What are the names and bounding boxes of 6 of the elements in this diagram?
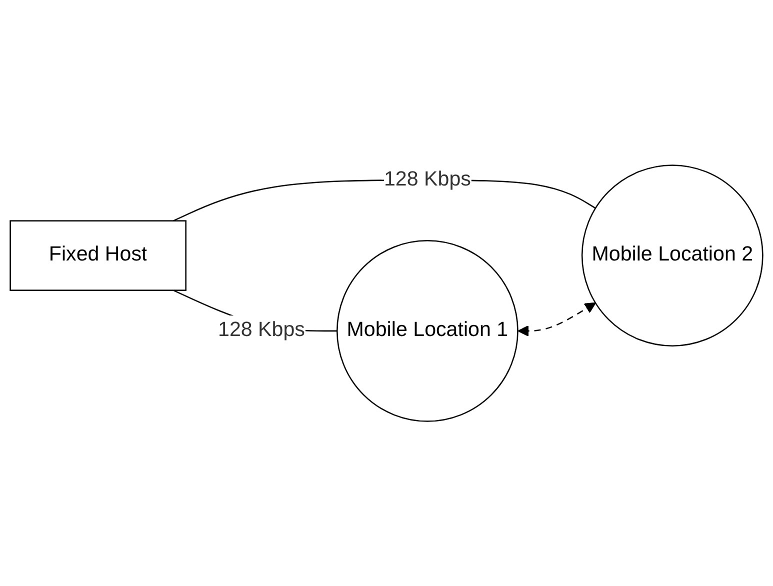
node-circle: Mobile Location 2 [581,164,764,347]
node-box: Fixed Host [10,220,186,291]
node-circle: Mobile Location 1 [336,240,518,422]
arrow [518,302,596,337]
edge-label: 128 Kbps [218,319,305,342]
edge-label: 128 Kbps [384,168,471,190]
